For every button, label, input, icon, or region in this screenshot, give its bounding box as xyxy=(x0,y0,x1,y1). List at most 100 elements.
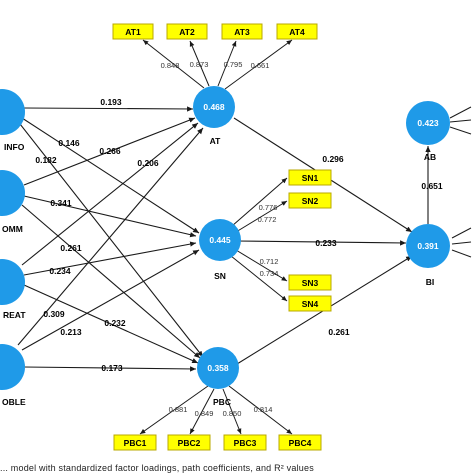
path-noble-at xyxy=(17,127,204,346)
arrow-at-at4 xyxy=(224,39,293,90)
construct-bi: 0.391 BI xyxy=(406,224,450,287)
coef-sn-bi: 0.233 xyxy=(315,238,337,248)
coef-info-at: 0.193 xyxy=(100,97,122,107)
coef-comm-at: 0.266 xyxy=(99,146,121,156)
arrow-bi-ind2 xyxy=(451,241,472,245)
coef-noble-sn: 0.213 xyxy=(60,327,82,337)
coef-creat-pbc: 0.232 xyxy=(104,318,126,328)
construct-creat-label: REAT xyxy=(3,310,26,320)
coef-info-pbc: 0.182 xyxy=(35,155,57,165)
loading-at2: 0.873 xyxy=(190,60,209,69)
indicator-at3: AT3 xyxy=(221,23,263,40)
indicator-pbc3: PBC3 xyxy=(223,434,267,451)
loading-sn1: 0.776 xyxy=(259,203,278,212)
path-noble-pbc xyxy=(23,366,197,372)
indicator-at2-label: AT2 xyxy=(179,27,195,37)
loading-at4: 0.661 xyxy=(251,61,270,70)
coef-bi-ab: 0.651 xyxy=(421,181,443,191)
construct-at-label: AT xyxy=(210,136,222,146)
path-comm-at xyxy=(23,117,196,186)
loading-sn4: 0.734 xyxy=(260,269,279,278)
construct-pbc-value: 0.358 xyxy=(207,363,229,373)
construct-info-label: INFO xyxy=(4,142,25,152)
indicator-pbc1: PBC1 xyxy=(113,434,157,451)
loading-sn2: 0.772 xyxy=(258,215,277,224)
indicator-pbc4-label: PBC4 xyxy=(289,438,312,448)
indicator-sn2-label: SN2 xyxy=(302,196,319,206)
coef-creat-at: 0.206 xyxy=(137,158,159,168)
construct-at-value: 0.468 xyxy=(203,102,225,112)
arrow-ab-ind3 xyxy=(449,126,472,135)
indicator-pbc2-label: PBC2 xyxy=(178,438,201,448)
loading-pbc4: 0.814 xyxy=(254,405,273,414)
arrow-at-at3 xyxy=(217,40,237,87)
coef-comm-pbc: 0.261 xyxy=(60,243,82,253)
construct-at: 0.468 AT xyxy=(193,86,235,146)
arrow-pbc-pbc2 xyxy=(189,388,215,435)
indicator-pbc4: PBC4 xyxy=(278,434,322,451)
path-info-pbc xyxy=(19,123,204,358)
arrow-at-at1 xyxy=(142,39,205,89)
arrow-pbc-pbc1 xyxy=(139,385,209,435)
coef-creat-sn: 0.234 xyxy=(49,266,71,276)
indicator-sn4-label: SN4 xyxy=(302,299,319,309)
indicator-at4: AT4 xyxy=(276,23,318,40)
path-info-at xyxy=(23,106,194,112)
coef-noble-at: 0.309 xyxy=(43,309,65,319)
indicator-at4-label: AT4 xyxy=(289,27,305,37)
construct-sn: 0.445 SN xyxy=(199,219,241,281)
loading-at3: 0.795 xyxy=(224,60,243,69)
indicator-at1-label: AT1 xyxy=(125,27,141,37)
indicator-pbc3-label: PBC3 xyxy=(234,438,257,448)
indicator-at1: AT1 xyxy=(112,23,154,40)
indicator-pbc2: PBC2 xyxy=(167,434,211,451)
coef-pbc-bi: 0.261 xyxy=(328,327,350,337)
construct-bi-value: 0.391 xyxy=(417,241,439,251)
arrow-at-at2 xyxy=(189,40,210,87)
arrow-bi-ind3 xyxy=(451,249,472,258)
loading-at1: 0.848 xyxy=(161,61,180,70)
construct-noble: OBLE xyxy=(0,344,26,407)
figure-caption: ... model with standardized factor loadi… xyxy=(0,463,314,473)
arrow-pbc-pbc4 xyxy=(228,385,293,435)
indicator-pbc1-label: PBC1 xyxy=(124,438,147,448)
indicator-sn3: SN3 xyxy=(288,274,332,291)
construct-noble-label: OBLE xyxy=(2,397,26,407)
path-creat-at xyxy=(21,122,199,266)
construct-comm-label: OMM xyxy=(2,224,23,234)
construct-pbc: 0.358 PBC xyxy=(197,347,239,407)
coef-info-sn: 0.146 xyxy=(58,138,80,148)
arrow-bi-ind1 xyxy=(451,227,472,239)
coef-noble-pbc: 0.173 xyxy=(101,363,123,373)
construct-creat: REAT xyxy=(0,259,26,320)
arrow-ab-ind1 xyxy=(449,106,472,119)
construct-bi-label: BI xyxy=(426,277,435,287)
path-info-sn xyxy=(21,117,200,234)
construct-pbc-label: PBC xyxy=(213,397,231,407)
loading-pbc2: 0.849 xyxy=(195,409,214,418)
arrow-sn-sn1 xyxy=(231,177,288,227)
coef-at-bi: 0.296 xyxy=(322,154,344,164)
construct-ab-label: AB xyxy=(424,152,436,162)
indicator-at2: AT2 xyxy=(166,23,208,40)
path-noble-sn xyxy=(21,249,200,351)
construct-sn-value: 0.445 xyxy=(209,235,231,245)
indicator-sn4: SN4 xyxy=(288,295,332,312)
path-coefficients: 0.193 0.146 0.182 0.266 0.341 0.261 0.20… xyxy=(35,97,443,373)
loading-arrows xyxy=(139,39,472,435)
construct-info: INFO xyxy=(0,89,25,152)
construct-ab: 0.423 AB xyxy=(406,101,450,162)
indicator-sn1-label: SN1 xyxy=(302,173,319,183)
loading-pbc3: 0.850 xyxy=(223,409,242,418)
arrow-pbc-pbc3 xyxy=(222,388,242,435)
path-sn-bi xyxy=(235,240,407,246)
path-comm-pbc xyxy=(21,204,201,359)
arrow-sn-sn4 xyxy=(230,255,288,302)
arrow-sn-sn2 xyxy=(235,200,288,233)
loading-sn3: 0.712 xyxy=(260,257,279,266)
loading-pbc1: 0.881 xyxy=(169,405,188,414)
arrow-ab-ind2 xyxy=(449,119,472,123)
construct-comm: OMM xyxy=(0,170,25,234)
indicator-sn3-label: SN3 xyxy=(302,278,319,288)
